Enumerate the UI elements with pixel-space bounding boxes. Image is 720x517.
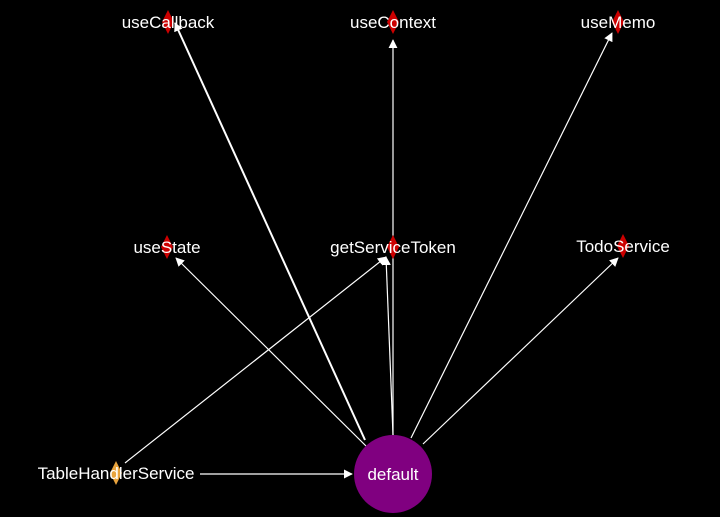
node-default-label: default <box>367 465 418 484</box>
node-marker-diamond <box>387 235 399 259</box>
edge-default-to-useMemo <box>410 32 613 439</box>
node-default-circle[interactable] <box>354 435 432 513</box>
nodes-layer: default useCallback useContext useMemo useSt… <box>38 10 670 513</box>
node-getServiceToken[interactable]: getServiceToken <box>330 235 456 259</box>
node-marker-diamond <box>617 234 629 258</box>
edge-default-to-getServiceToken <box>381 256 394 436</box>
node-marker-diamond <box>387 10 399 34</box>
node-label: TableHandlerService <box>38 464 195 483</box>
node-useState[interactable]: useState <box>133 235 201 259</box>
node-marker-diamond <box>110 461 122 485</box>
node-useContext[interactable]: useContext <box>350 10 436 34</box>
edge-default-to-TodoService <box>422 257 619 445</box>
node-label: useState <box>133 238 200 257</box>
node-marker-diamond <box>612 10 624 34</box>
node-label: useMemo <box>581 13 656 32</box>
edges-layer <box>124 22 619 479</box>
node-TableHandlerService[interactable]: TableHandlerService <box>38 461 195 485</box>
node-marker-diamond <box>161 235 173 259</box>
node-label: TodoService <box>576 237 670 256</box>
node-label: useCallback <box>122 13 215 32</box>
node-label: getServiceToken <box>330 238 456 257</box>
node-label: useContext <box>350 13 436 32</box>
edge-default-to-useState <box>175 257 367 447</box>
node-useMemo[interactable]: useMemo <box>581 10 656 34</box>
node-useCallback[interactable]: useCallback <box>122 10 215 34</box>
node-marker-diamond <box>162 10 174 34</box>
node-TodoService[interactable]: TodoService <box>576 234 670 258</box>
edge-default-to-useCallback <box>174 22 366 441</box>
edge-TableHandlerService-to-getServiceToken <box>124 256 387 464</box>
